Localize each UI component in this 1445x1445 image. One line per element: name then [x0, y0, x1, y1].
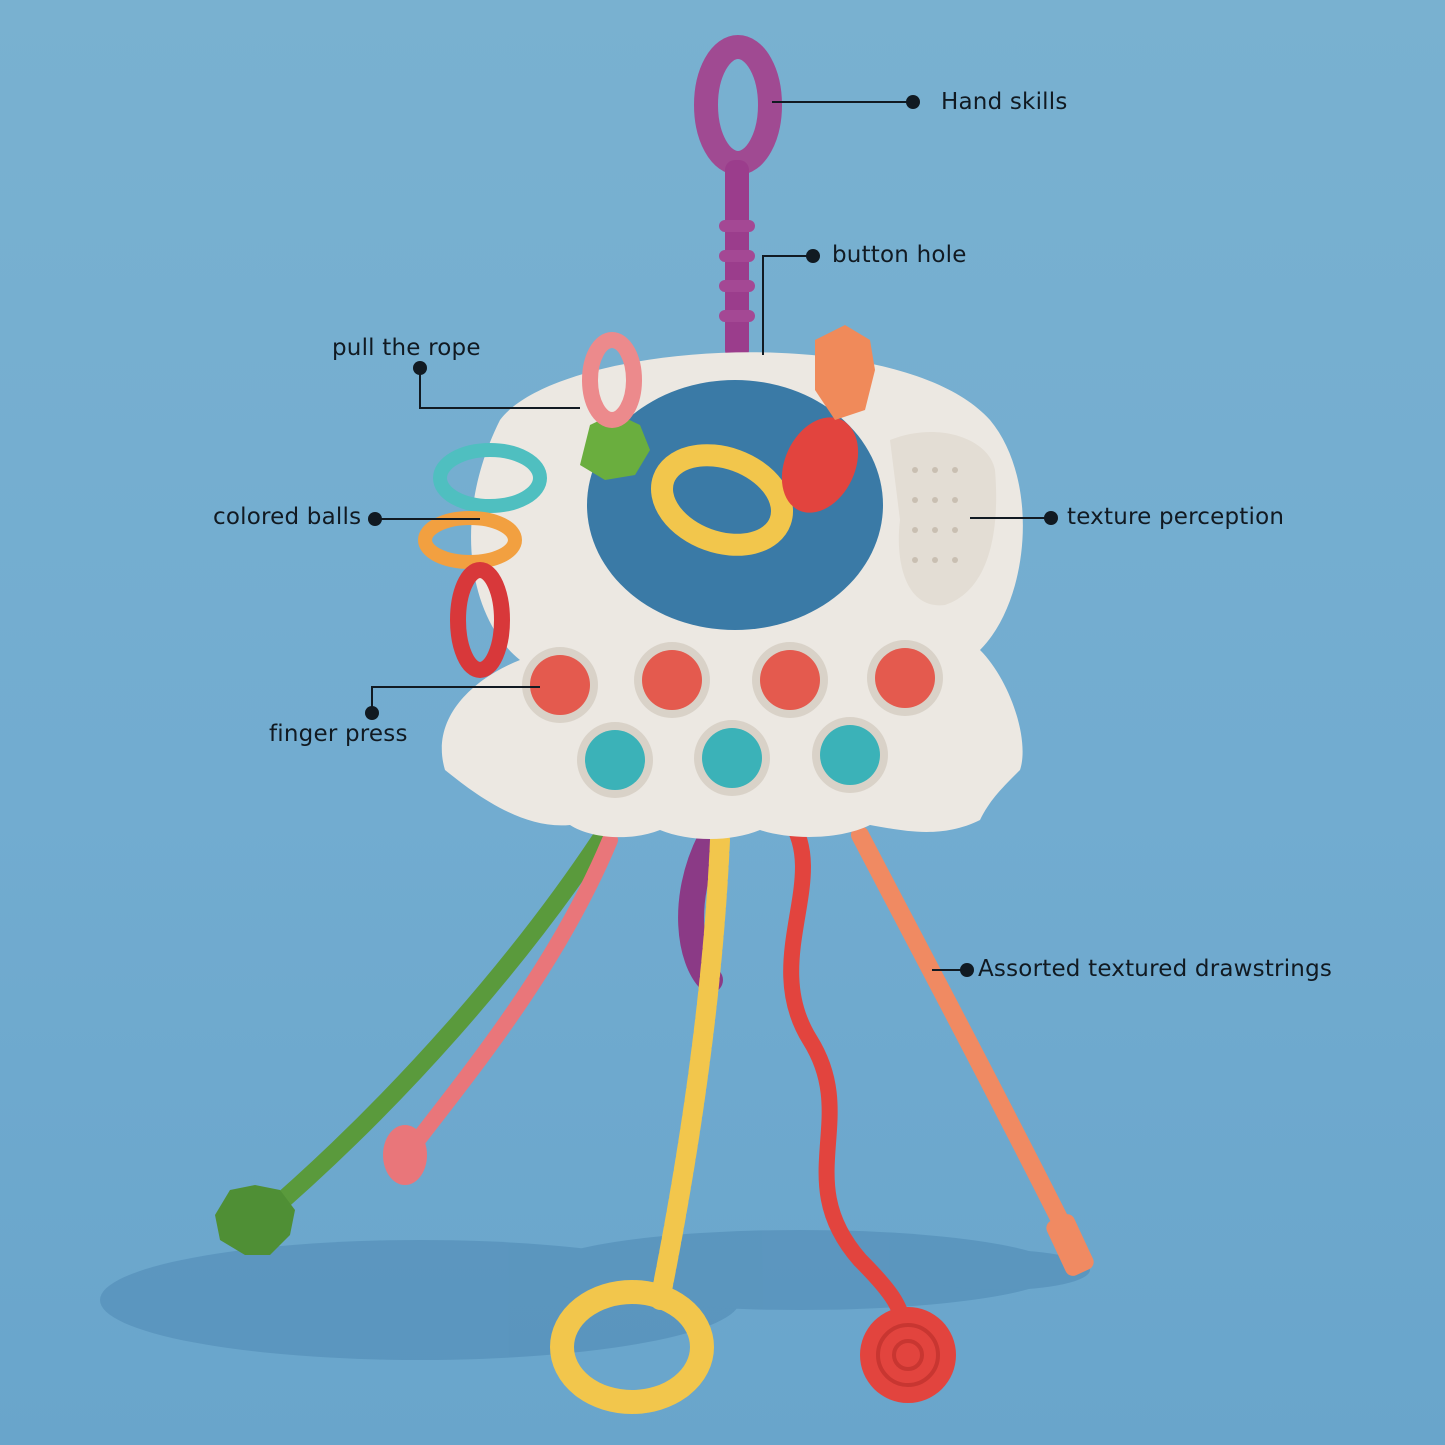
- texture-perception-dot: [1044, 511, 1058, 525]
- green-string: [251, 831, 609, 1229]
- callout-finger-press: finger press: [269, 721, 408, 747]
- pink-ring-teether: [582, 332, 642, 428]
- string-ends: [215, 1125, 1094, 1414]
- drawstrings-dot: [960, 963, 974, 977]
- colored-balls-dot: [368, 512, 382, 526]
- drawstrings: [251, 812, 1089, 1338]
- toy-body: [418, 325, 1023, 839]
- pink-string: [402, 832, 618, 1158]
- orange-flower-teether: [815, 325, 875, 420]
- callout-dots: [365, 95, 1058, 977]
- callout-hand-skills: Hand skills: [941, 89, 1068, 115]
- coral-string: [851, 826, 1089, 1269]
- callout-leaders: [371, 101, 1050, 971]
- pop-buttons-teal: [577, 717, 888, 798]
- red-spiral-end: [860, 1307, 956, 1403]
- coral-tip-end: [1046, 1214, 1094, 1276]
- purple-pull-ring: [694, 35, 782, 360]
- finger-press-dot: [365, 706, 379, 720]
- callout-assorted-drawstrings: Assorted textured drawstrings: [978, 956, 1333, 982]
- button-hole-dot: [806, 249, 820, 263]
- callout-button-hole: button hole: [832, 242, 967, 268]
- callout-colored-balls: colored balls: [213, 504, 362, 530]
- red-disc-teether: [781, 417, 859, 513]
- yellow-ring-end: [550, 1280, 714, 1414]
- green-flower-teether: [580, 413, 650, 480]
- callout-pull-the-rope: pull the rope: [332, 335, 481, 361]
- yellow-string: [650, 830, 730, 1310]
- pull-the-rope-dot: [413, 361, 427, 375]
- hand-skills-dot: [906, 95, 920, 109]
- texture-dots: [912, 467, 958, 563]
- yellow-ring-teether: [650, 444, 794, 556]
- red-gear-teether: [450, 562, 510, 678]
- callout-texture-perception: texture perception: [1067, 504, 1285, 530]
- red-string: [782, 812, 913, 1338]
- teal-ring-teether: [433, 443, 547, 513]
- green-flower-end: [215, 1185, 295, 1255]
- pop-buttons-red: [522, 640, 943, 723]
- pink-disc-end: [383, 1125, 427, 1185]
